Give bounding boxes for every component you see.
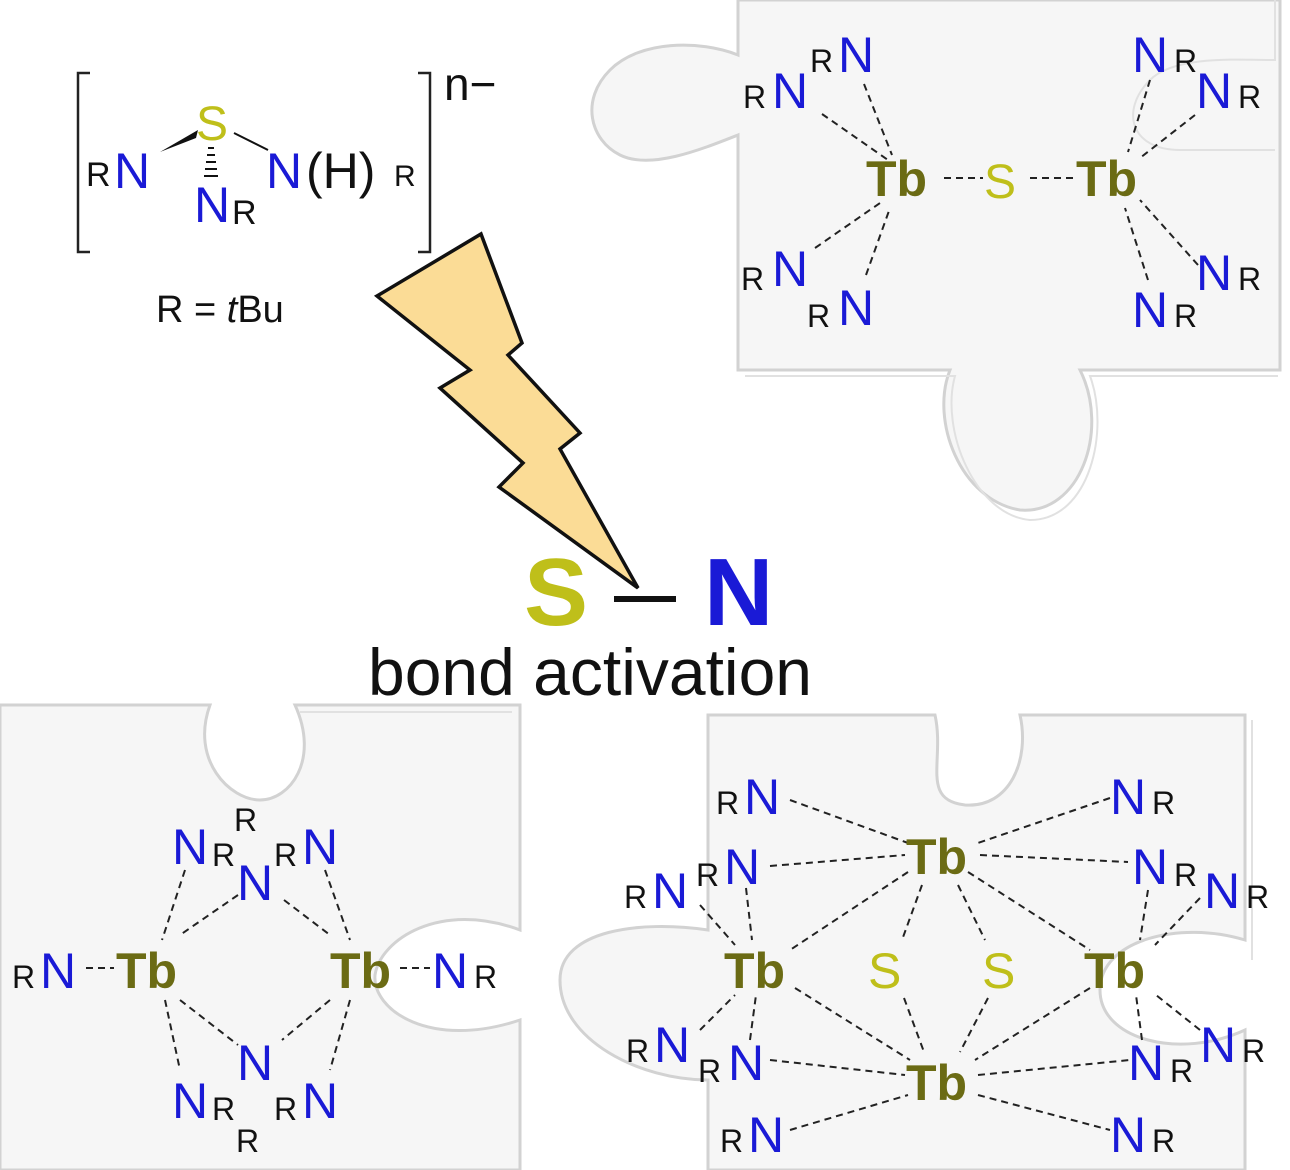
br-r9: R	[1170, 1053, 1193, 1089]
tr-r5: R	[1174, 43, 1197, 79]
bl-n4: N	[302, 1073, 338, 1129]
br-r2: R	[1152, 785, 1175, 821]
tr-n3: N	[772, 241, 808, 297]
bl-r2: R	[274, 837, 297, 873]
tr-n5: N	[1132, 27, 1168, 83]
puzzle-piece-bottom-right	[558, 713, 1253, 1170]
ligand-charge: n−	[444, 58, 496, 110]
center-sulfur: S	[524, 539, 588, 646]
tr-n7: N	[1196, 245, 1232, 301]
bl-r-top: R	[234, 802, 257, 838]
br-sulfur-left: S	[868, 943, 901, 999]
bl-r4: R	[274, 1091, 297, 1127]
complex-tb2-s: N R N R N R N R Tb S Tb N R N R N R N R	[741, 27, 1261, 338]
br-tb-right: Tb	[1084, 943, 1145, 999]
bl-n1: N	[172, 819, 208, 875]
br-r10: R	[1242, 1033, 1265, 1069]
br-tb-left: Tb	[724, 943, 785, 999]
br-n2: N	[1110, 769, 1146, 825]
puzzle-piece-bottom-left	[0, 703, 522, 1170]
bl-n2: N	[302, 819, 338, 875]
bond-activation-caption: bond activation	[368, 635, 812, 709]
br-r12: R	[1152, 1123, 1175, 1159]
br-n1: N	[744, 769, 780, 825]
bracket-left	[76, 71, 90, 254]
br-n9: N	[1128, 1035, 1164, 1091]
br-n11: N	[748, 1107, 784, 1163]
tr-n6: N	[1196, 63, 1232, 119]
ligand-r-left: R	[86, 156, 111, 194]
ligand-n-right: N	[266, 143, 302, 199]
bl-r-bottom: R	[236, 1123, 259, 1159]
bl-r3: R	[212, 1091, 235, 1127]
bl-n-mid-top: N	[237, 855, 273, 911]
br-n5: N	[1132, 839, 1168, 895]
ligand-structure: n− S R N N R N (H) R R = tBu	[76, 58, 496, 331]
ligand-n-bottom: N	[194, 177, 230, 233]
tr-n8: N	[1132, 282, 1168, 338]
single-bond-s-n	[233, 132, 269, 151]
br-n10: N	[1200, 1017, 1236, 1073]
ligand-r-right: R	[394, 160, 416, 193]
br-n8: N	[728, 1035, 764, 1091]
tr-r2: R	[810, 43, 833, 79]
br-n6: N	[1204, 863, 1240, 919]
br-r8: R	[698, 1053, 721, 1089]
bl-tb-right: Tb	[330, 943, 391, 999]
br-tb-bottom: Tb	[906, 1055, 967, 1111]
br-r11: R	[720, 1123, 743, 1159]
tr-sulfur: S	[984, 156, 1016, 209]
bracket-right	[418, 71, 432, 254]
br-n4: N	[652, 863, 688, 919]
tr-r4: R	[807, 298, 830, 334]
br-r3: R	[696, 857, 719, 893]
bl-n3: N	[172, 1073, 208, 1129]
complex-tb2-amide: R N R R N N R N Tb Tb N R N N R R N R	[12, 802, 497, 1159]
ligand-r-bottom: R	[232, 194, 257, 232]
tr-r6: R	[1238, 79, 1261, 115]
hash-bond	[204, 147, 218, 177]
br-r7: R	[626, 1033, 649, 1069]
bond-activation-label: S N bond activation	[368, 539, 812, 709]
br-n12: N	[1110, 1107, 1146, 1163]
ligand-n-left: N	[114, 143, 150, 199]
tr-n1: N	[772, 63, 808, 119]
br-n7: N	[654, 1017, 690, 1073]
bl-n-mid-bottom: N	[237, 1035, 273, 1091]
tr-r7: R	[1238, 261, 1261, 297]
bl-tb-left: Tb	[116, 943, 177, 999]
br-tb-top: Tb	[906, 829, 967, 885]
puzzle-piece-top-right	[590, 0, 1282, 522]
br-r6: R	[1246, 879, 1269, 915]
bl-n-right: N	[432, 943, 468, 999]
center-nitrogen: N	[704, 539, 773, 646]
tr-r8: R	[1174, 298, 1197, 334]
tr-r3: R	[741, 261, 764, 297]
complex-tb4-s2: R N N R Tb R N R N N R N R Tb S S Tb R N…	[624, 769, 1269, 1163]
tr-n4: N	[838, 280, 874, 336]
wedge-bond	[160, 130, 198, 152]
tr-r1: R	[743, 79, 766, 115]
tr-tb-left: Tb	[866, 151, 927, 207]
lightning-bolt-icon	[373, 231, 640, 590]
ligand-sulfur: S	[196, 98, 228, 151]
tr-n2: N	[838, 27, 874, 83]
bl-r1: R	[212, 837, 235, 873]
bl-n-left: N	[40, 943, 76, 999]
tr-tb-right: Tb	[1076, 151, 1137, 207]
bl-r-left: R	[12, 959, 35, 995]
br-r4: R	[624, 879, 647, 915]
ligand-h-right: (H)	[306, 143, 375, 199]
br-r1: R	[716, 785, 739, 821]
br-r5: R	[1174, 857, 1197, 893]
ligand-definition: R = tBu	[156, 289, 284, 331]
br-sulfur-right: S	[982, 943, 1015, 999]
bl-r-right: R	[474, 959, 497, 995]
br-n3: N	[724, 839, 760, 895]
